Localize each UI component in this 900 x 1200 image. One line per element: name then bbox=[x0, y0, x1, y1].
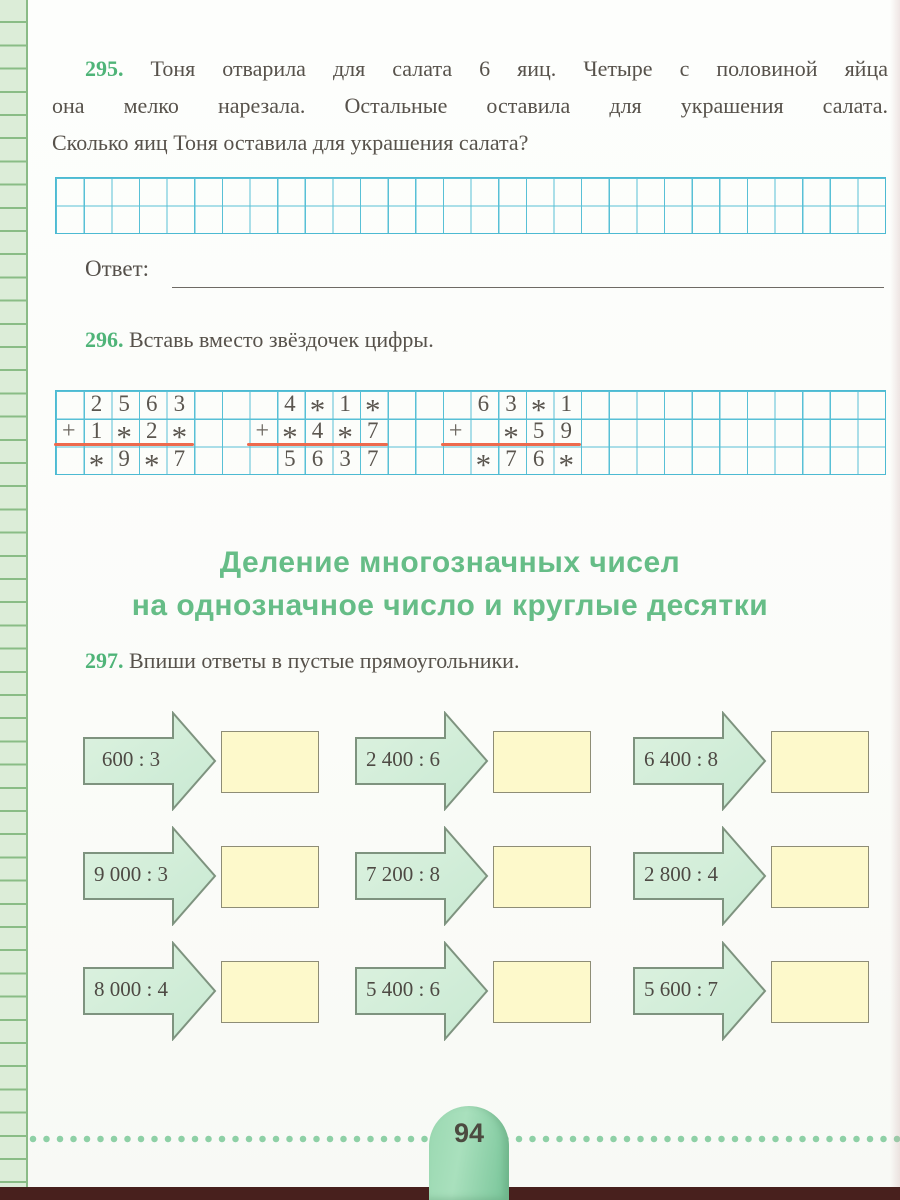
task-295-line2: она мелко нарезала. Остальные оставила д… bbox=[52, 93, 888, 118]
division-expression: 6 400 : 8 bbox=[643, 747, 719, 771]
arrow-right-icon bbox=[83, 826, 217, 926]
answer-box[interactable] bbox=[771, 731, 869, 793]
arrow-right-icon bbox=[633, 711, 767, 811]
task-295-line1: 295. Тоня отварила для салата 6 яиц. Чет… bbox=[52, 50, 888, 87]
division-item: 2 800 : 4 bbox=[633, 826, 869, 926]
page-edge-shadow bbox=[890, 0, 900, 1200]
answer-write-line[interactable] bbox=[172, 287, 884, 288]
division-item: 600 : 3 bbox=[83, 711, 319, 811]
arrow-right-icon bbox=[633, 826, 767, 926]
division-expression: 9 000 : 3 bbox=[93, 862, 169, 886]
section-title-line1: Деление многозначных чисел bbox=[219, 546, 681, 579]
left-margin-grid-strip bbox=[0, 0, 28, 1200]
task-295-text: 295. Тоня отварила для салата 6 яиц. Чет… bbox=[52, 50, 888, 161]
division-item: 2 400 : 6 bbox=[355, 711, 591, 811]
task-297-instruction: 297. Впиши ответы в пустые прямоугольник… bbox=[85, 648, 519, 674]
division-expression: 5 400 : 6 bbox=[365, 977, 441, 1001]
task-296-number: 296. bbox=[85, 327, 124, 352]
task-297-text: Впиши ответы в пустые прямоугольники. bbox=[129, 648, 520, 673]
task-296-text: Вставь вместо звёздочек цифры. bbox=[129, 327, 434, 352]
division-item: 9 000 : 3 bbox=[83, 826, 319, 926]
page-number-badge: 94 bbox=[429, 1106, 509, 1200]
division-expression: 2 800 : 4 bbox=[643, 862, 719, 886]
division-item: 8 000 : 4 bbox=[83, 941, 319, 1041]
page-number: 94 bbox=[453, 1118, 485, 1148]
answer-box[interactable] bbox=[221, 846, 319, 908]
task-296-instruction: 296. Вставь вместо звёздочек цифры. bbox=[85, 327, 434, 353]
section-title-line2: на однозначное число и круглые десятки bbox=[131, 589, 769, 622]
answer-box[interactable] bbox=[221, 731, 319, 793]
division-expression: 5 600 : 7 bbox=[643, 977, 719, 1001]
task-295-line1-text: Тоня отварила для салата 6 яиц. Четыре с… bbox=[150, 56, 888, 81]
division-item: 5 600 : 7 bbox=[633, 941, 869, 1041]
answer-box[interactable] bbox=[771, 846, 869, 908]
division-item: 6 400 : 8 bbox=[633, 711, 869, 811]
task-295-line3: Сколько яиц Тоня оставила для украшения … bbox=[52, 130, 529, 155]
arrow-right-icon bbox=[83, 941, 217, 1041]
division-expression: 7 200 : 8 bbox=[365, 862, 441, 886]
division-item: 7 200 : 8 bbox=[355, 826, 591, 926]
arrow-right-icon bbox=[633, 941, 767, 1041]
division-expression: 600 : 3 bbox=[101, 747, 161, 771]
division-expression: 2 400 : 6 bbox=[365, 747, 441, 771]
answer-box[interactable] bbox=[493, 846, 591, 908]
division-item: 5 400 : 6 bbox=[355, 941, 591, 1041]
answer-box[interactable] bbox=[493, 731, 591, 793]
answer-box[interactable] bbox=[221, 961, 319, 1023]
arrow-right-icon bbox=[83, 711, 217, 811]
division-expression: 8 000 : 4 bbox=[93, 977, 169, 1001]
answer-work-grid-295[interactable] bbox=[55, 177, 886, 234]
task-295-number: 295. bbox=[85, 56, 124, 81]
task-297-number: 297. bbox=[85, 648, 124, 673]
addition-grid-296[interactable] bbox=[55, 390, 886, 475]
arrow-right-icon bbox=[355, 826, 489, 926]
answer-box[interactable] bbox=[493, 961, 591, 1023]
arrow-right-icon bbox=[355, 711, 489, 811]
arrow-right-icon bbox=[355, 941, 489, 1041]
answer-box[interactable] bbox=[771, 961, 869, 1023]
answer-label: Ответ: bbox=[85, 256, 150, 281]
